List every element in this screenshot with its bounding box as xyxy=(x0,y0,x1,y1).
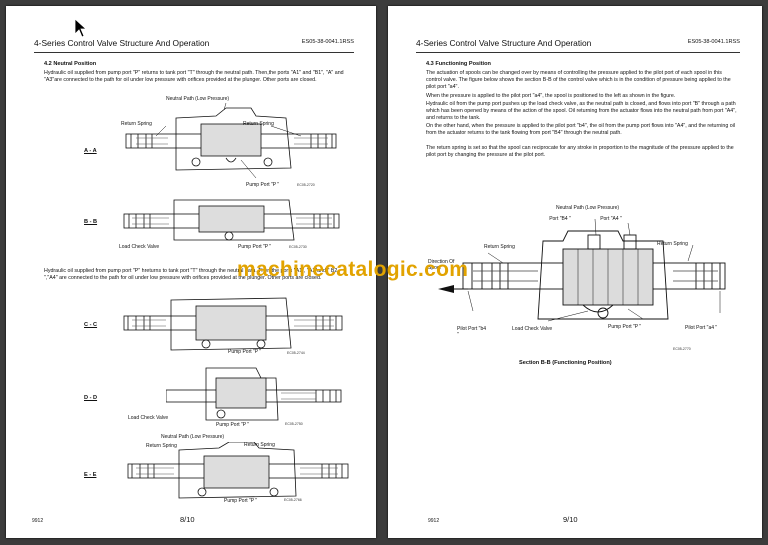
return-spring-label-e-left: Return Spring xyxy=(146,443,177,449)
right-page-number: 9/10 xyxy=(563,515,578,524)
neutral-path-label-right: Neutral Path (Low Pressure) xyxy=(556,205,620,211)
return-spring-label-a-right: Return Spring xyxy=(243,121,274,127)
watermark-text: machinecatalogic.com xyxy=(237,258,469,281)
pump-port-label-a: Pump Port "P " xyxy=(246,182,280,188)
pump-port-label-e: Pump Port "P " xyxy=(224,498,258,504)
section-4-3-title: 4.3 Functioning Position xyxy=(426,61,491,67)
figure-caption-right: Section B-B (Functioning Position) xyxy=(519,360,612,366)
left-header-title: 4-Series Control Valve Structure And Ope… xyxy=(34,38,210,48)
right-footer-code: 9912 xyxy=(428,518,440,524)
load-check-valve-label-right: Load Check Valve xyxy=(512,326,553,332)
figure-id-a: EC05-2720 xyxy=(297,183,315,187)
figure-id-d: EC05-2750 xyxy=(285,422,303,426)
functioning-para-4: On the other hand, when the pressure is … xyxy=(426,123,736,137)
functioning-para-5: The return spring is set so that the spo… xyxy=(426,145,734,159)
valve-figure-b-b-functioning xyxy=(438,218,726,322)
figure-id-b: EC05-2730 xyxy=(289,245,307,249)
left-footer-code: 9912 xyxy=(32,518,44,524)
load-check-valve-label-b: Load Check Valve xyxy=(119,244,160,250)
functioning-para-1: The actuation of spools can be changed o… xyxy=(426,70,731,91)
right-header-title: 4-Series Control Valve Structure And Ope… xyxy=(416,38,592,48)
figure-id-right: EC05-2770 xyxy=(673,347,691,351)
functioning-para-2: When the pressure is applied to the pilo… xyxy=(426,93,676,99)
valve-figure-c-c xyxy=(123,297,343,351)
section-4-2-title: 4.2 Neutral Position xyxy=(44,61,97,67)
section-label-e-e: E - E xyxy=(84,472,97,478)
return-spring-label-right-right: Return Spring xyxy=(657,241,688,247)
pump-port-label-d: Pump Port "P " xyxy=(216,422,250,428)
section-label-a-a: A - A xyxy=(84,148,97,154)
pump-port-label-c: Pump Port "P " xyxy=(228,349,262,355)
right-header-code: ES05-38-0041.1RSS xyxy=(687,39,740,45)
left-page: 4-Series Control Valve Structure And Ope… xyxy=(6,6,376,538)
port-a4-label: Port "A4 " xyxy=(600,216,622,222)
functioning-para-3: Hydraulic oil from the pump port pushes … xyxy=(426,101,737,122)
figure-id-c: EC05-2744 xyxy=(287,351,305,355)
left-page-number: 8/10 xyxy=(180,515,195,524)
pump-port-label-b: Pump Port "P " xyxy=(238,244,272,250)
pilot-port-a4-label: Pilot Port "a4 " xyxy=(685,325,718,331)
pump-port-label-right: Pump Port "P " xyxy=(608,324,642,330)
valve-figure-b-b xyxy=(123,199,340,241)
return-spring-label-a-left: Return Spring xyxy=(121,121,152,127)
neutral-path-label-e: Neutral Path (Low Pressure) xyxy=(161,434,225,440)
mouse-cursor-icon xyxy=(74,18,88,38)
figure-id-e: EC05-2766 xyxy=(284,498,302,502)
valve-figure-e-e xyxy=(127,442,349,499)
port-b4-label: Port "B4 " xyxy=(549,216,571,222)
neutral-para-1: Hydraulic oil supplied from pump port "P… xyxy=(44,70,344,84)
left-header-rule xyxy=(34,52,354,53)
direction-arrow-icon xyxy=(438,285,454,293)
right-page: 4-Series Control Valve Structure And Ope… xyxy=(388,6,762,538)
direction-of-spool-label: Direction Of Spool xyxy=(428,259,455,271)
section-label-c-c: C - C xyxy=(84,322,98,328)
section-label-d-d: D - D xyxy=(84,395,98,401)
load-check-valve-label-d: Load Check Valve xyxy=(128,415,169,421)
return-spring-label-right-left: Return Spring xyxy=(484,244,515,250)
valve-figure-a-a xyxy=(125,102,337,179)
return-spring-label-e-right: Return Spring xyxy=(244,442,275,448)
right-header-rule xyxy=(416,52,740,53)
section-label-b-b: B - B xyxy=(84,219,98,225)
valve-figure-d-d xyxy=(166,367,342,421)
pilot-port-b4-label: Pilot Port "b4 " xyxy=(457,326,487,338)
neutral-path-label-a: Neutral Path (Low Pressure) xyxy=(166,96,230,102)
neutral-para-2: Hydraulic oil supplied from pump port "P… xyxy=(44,268,338,282)
left-header-code: ES05-38-0041.1RSS xyxy=(301,39,354,45)
